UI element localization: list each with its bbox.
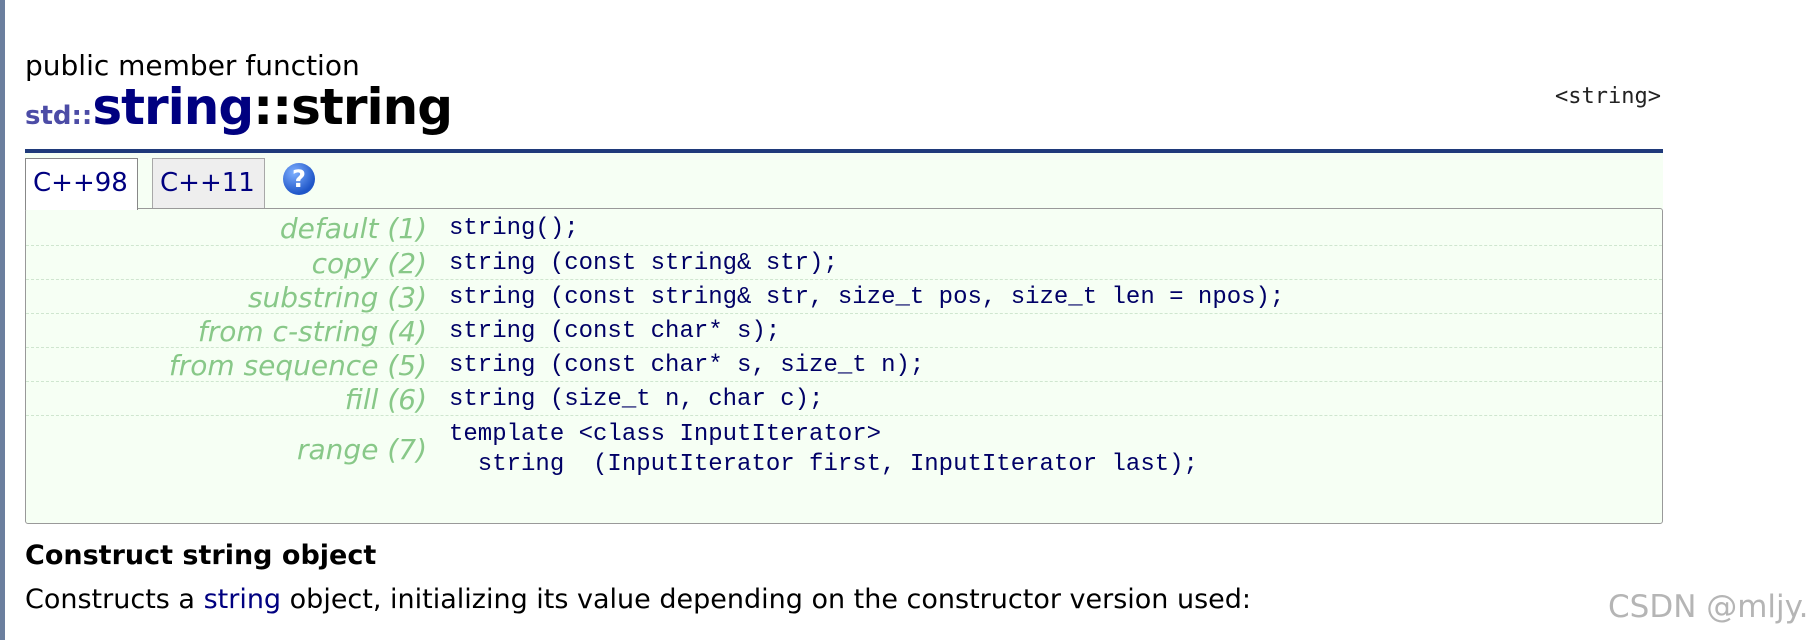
- prototype-table: default (1) string(); copy (2) string (c…: [25, 208, 1663, 524]
- prototype-code: string (const char* s);: [449, 318, 781, 345]
- prototype-label: copy (2): [311, 247, 427, 280]
- left-border: [0, 0, 5, 640]
- namespace-link[interactable]: std::: [25, 101, 93, 131]
- prototype-row: default (1) string();: [26, 209, 1662, 246]
- prototype-label: range (7): [297, 433, 427, 466]
- prototype-code: string (const string& str);: [449, 250, 838, 277]
- prototype-code: string();: [449, 215, 579, 242]
- help-icon[interactable]: ?: [283, 163, 315, 195]
- tab-cpp98[interactable]: C++98: [25, 158, 138, 210]
- prototype-label: substring (3): [247, 281, 427, 314]
- prototype-code: string (const char* s, size_t n);: [449, 352, 925, 379]
- description-text: Constructs a string object, initializing…: [25, 584, 1251, 615]
- prototype-code: string (const string& str, size_t pos, s…: [449, 284, 1285, 311]
- prototype-code: string (size_t n, char c);: [449, 386, 824, 413]
- class-name-link[interactable]: string: [92, 78, 254, 136]
- prototype-row: fill (6) string (size_t n, char c);: [26, 381, 1662, 416]
- prototype-label: fill (6): [344, 383, 427, 416]
- tab-cpp11[interactable]: C++11: [152, 158, 265, 208]
- prototype-label: from c-string (4): [197, 315, 427, 348]
- member-type-label: public member function: [25, 49, 360, 82]
- description-suffix: object, initializing its value depending…: [281, 584, 1252, 615]
- description-prefix: Constructs a: [25, 584, 204, 615]
- page-title: std::string::string: [25, 82, 453, 132]
- title-divider: [25, 149, 1663, 153]
- prototype-row: from c-string (4) string (const char* s)…: [26, 313, 1662, 348]
- version-tabbar: C++98 C++11 ?: [25, 153, 1663, 210]
- prototype-code: template <class InputIterator> string (I…: [449, 421, 1198, 478]
- prototype-row: from sequence (5) string (const char* s,…: [26, 347, 1662, 382]
- watermark: CSDN @mljy.: [1608, 589, 1809, 625]
- prototype-row: copy (2) string (const string& str);: [26, 245, 1662, 280]
- prototype-label: default (1): [279, 212, 427, 245]
- header-file-link[interactable]: <string>: [1555, 84, 1661, 109]
- section-heading: Construct string object: [25, 540, 377, 571]
- prototype-row: substring (3) string (const string& str,…: [26, 279, 1662, 314]
- prototype-label: from sequence (5): [168, 349, 427, 382]
- function-name: ::string: [253, 78, 453, 136]
- string-link[interactable]: string: [203, 584, 282, 615]
- prototype-row: range (7) template <class InputIterator>…: [26, 415, 1662, 483]
